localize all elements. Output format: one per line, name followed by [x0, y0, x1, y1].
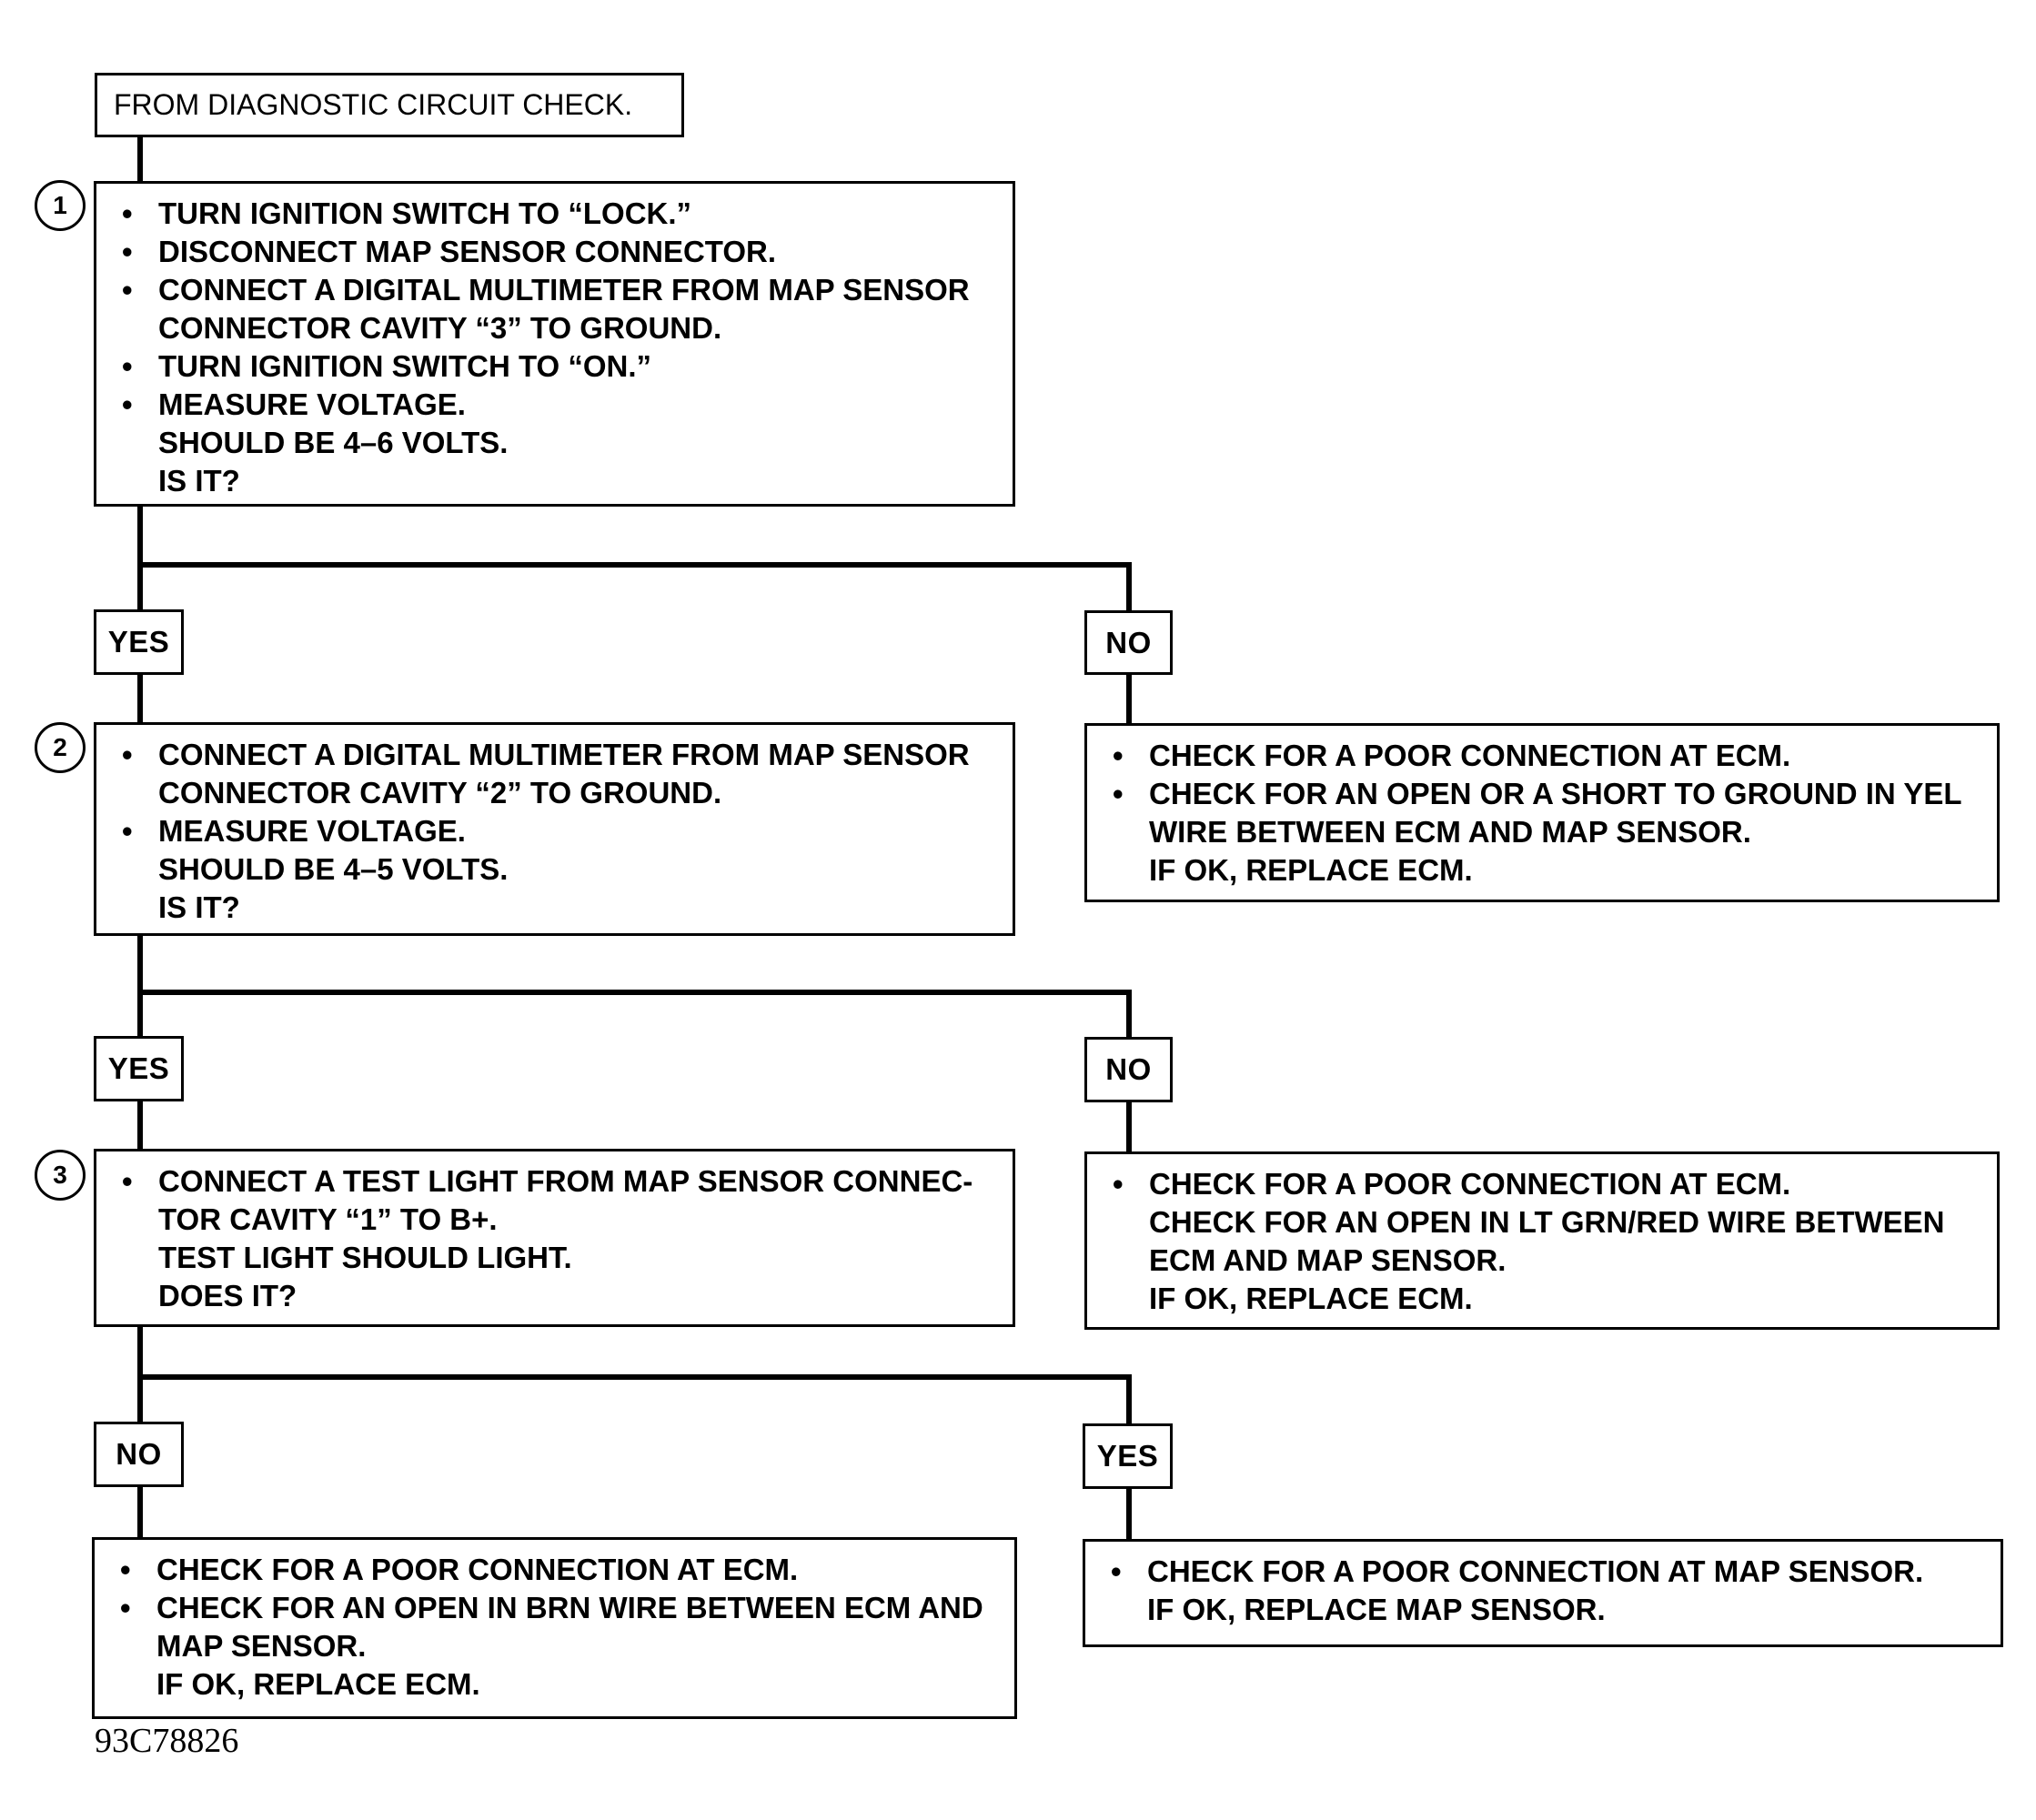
connector-step2-branch: [137, 990, 1132, 995]
continuation-line: IF OK, REPLACE ECM.: [1149, 1282, 1473, 1315]
branch-label-text: YES: [1096, 1439, 1159, 1473]
continuation-line: ECM AND MAP SENSOR.: [1149, 1243, 1507, 1277]
connector-step3-yes: [1126, 1374, 1132, 1425]
connector-step3-branch: [137, 1374, 1132, 1380]
bullet-line: MEASURE VOLTAGE.: [120, 812, 994, 850]
step-1-yes-label: YES: [94, 609, 184, 675]
continuation-line: IF OK, REPLACE ECM.: [1149, 853, 1473, 887]
branch-label-text: YES: [107, 1051, 170, 1085]
start-box: FROM DIAGNOSTIC CIRCUIT CHECK.: [95, 73, 684, 137]
bullet-line: CONNECT A DIGITAL MULTIMETER FROM MAP SE…: [120, 736, 994, 774]
connector-no3-to-result: [137, 1484, 143, 1537]
connector-yes1-to-step2: [137, 673, 143, 725]
connector-step1-branch: [137, 562, 1132, 568]
step-1-no-result-box: CHECK FOR A POOR CONNECTION AT ECM.CHECK…: [1084, 723, 2000, 902]
connector-step1-no: [1126, 562, 1132, 612]
step-3-no-result-box: CHECK FOR A POOR CONNECTION AT ECM.CHECK…: [92, 1537, 1017, 1719]
connector-step1-down: [137, 505, 143, 611]
connector-step2-down: [137, 934, 143, 1038]
step-2-no-label: NO: [1084, 1037, 1173, 1102]
continuation-line: IF OK, REPLACE ECM.: [156, 1667, 480, 1701]
step-3-no-label: NO: [94, 1422, 184, 1487]
step-number: 2: [53, 733, 67, 761]
bullet-line: CHECK FOR A POOR CONNECTION AT ECM.: [118, 1551, 996, 1589]
bullet-line: CONNECT A DIGITAL MULTIMETER FROM MAP SE…: [120, 271, 994, 309]
step-2-no-result-text: CHECK FOR A POOR CONNECTION AT ECM.CHECK…: [1111, 1165, 1979, 1318]
step-1-no-label: NO: [1084, 610, 1173, 675]
bullet-line: CHECK FOR A POOR CONNECTION AT MAP SENSO…: [1109, 1553, 1982, 1591]
figure-code: 93C78826: [95, 1722, 239, 1760]
branch-label-text: NO: [1105, 625, 1152, 659]
branch-label-text: NO: [116, 1437, 162, 1471]
bullet-line: TURN IGNITION SWITCH TO “ON.”: [120, 347, 994, 386]
bullet-line: MEASURE VOLTAGE.: [120, 386, 994, 424]
connector-no1-to-result: [1126, 673, 1132, 726]
continuation-line: IF OK, REPLACE MAP SENSOR.: [1147, 1593, 1606, 1626]
step-3-instructions: CONNECT A TEST LIGHT FROM MAP SENSOR CON…: [120, 1162, 994, 1315]
step-1-instructions: TURN IGNITION SWITCH TO “LOCK.”DISCONNEC…: [120, 195, 994, 500]
step-2-yes-label: YES: [94, 1036, 184, 1101]
continuation-line: TEST LIGHT SHOULD LIGHT.: [158, 1241, 572, 1274]
continuation-line: TOR CAVITY “1” TO B+.: [158, 1202, 498, 1236]
continuation-line: CHECK FOR AN OPEN IN LT GRN/RED WIRE BET…: [1149, 1205, 1945, 1239]
continuation-line: CONNECTOR CAVITY “3” TO GROUND.: [158, 311, 722, 345]
continuation-line: SHOULD BE 4–5 VOLTS.: [158, 852, 509, 886]
step-3-yes-result-text: CHECK FOR A POOR CONNECTION AT MAP SENSO…: [1109, 1553, 1982, 1629]
step-2-no-result-box: CHECK FOR A POOR CONNECTION AT ECM.CHECK…: [1084, 1151, 2000, 1330]
step-3-yes-label: YES: [1083, 1423, 1173, 1489]
step-3-no-result-text: CHECK FOR A POOR CONNECTION AT ECM.CHECK…: [118, 1551, 996, 1704]
bullet-line: CHECK FOR A POOR CONNECTION AT ECM.: [1111, 737, 1979, 775]
step-2-box: CONNECT A DIGITAL MULTIMETER FROM MAP SE…: [94, 722, 1015, 936]
branch-label-text: YES: [107, 625, 170, 659]
continuation-line: WIRE BETWEEN ECM AND MAP SENSOR.: [1149, 815, 1751, 849]
step-number-badge: 1: [35, 180, 86, 231]
continuation-line: SHOULD BE 4–6 VOLTS.: [158, 426, 509, 459]
step-2-instructions: CONNECT A DIGITAL MULTIMETER FROM MAP SE…: [120, 736, 994, 927]
step-3-yes-result-box: CHECK FOR A POOR CONNECTION AT MAP SENSO…: [1083, 1539, 2003, 1647]
continuation-line: IS IT?: [158, 890, 240, 924]
start-text: FROM DIAGNOSTIC CIRCUIT CHECK.: [114, 88, 633, 121]
connector-no2-to-result: [1126, 1101, 1132, 1153]
bullet-line: CHECK FOR AN OPEN IN BRN WIRE BETWEEN EC…: [118, 1589, 996, 1627]
bullet-line: CONNECT A TEST LIGHT FROM MAP SENSOR CON…: [120, 1162, 994, 1201]
bullet-line: CHECK FOR A POOR CONNECTION AT ECM.: [1111, 1165, 1979, 1203]
continuation-line: DOES IT?: [158, 1279, 297, 1312]
step-1-box: TURN IGNITION SWITCH TO “LOCK.”DISCONNEC…: [94, 181, 1015, 507]
connector-yes3-to-result: [1126, 1486, 1132, 1539]
continuation-line: CONNECTOR CAVITY “2” TO GROUND.: [158, 776, 722, 809]
step-number: 3: [53, 1161, 67, 1189]
step-3-box: CONNECT A TEST LIGHT FROM MAP SENSOR CON…: [94, 1149, 1015, 1327]
bullet-line: TURN IGNITION SWITCH TO “LOCK.”: [120, 195, 994, 233]
connector-yes2-to-step3: [137, 1100, 143, 1151]
step-number-badge: 2: [35, 722, 86, 773]
connector-step2-no: [1126, 990, 1132, 1039]
branch-label-text: NO: [1105, 1052, 1152, 1086]
step-number: 1: [53, 191, 67, 219]
connector-start-to-step1: [137, 137, 143, 185]
continuation-line: IS IT?: [158, 464, 240, 498]
continuation-line: MAP SENSOR.: [156, 1629, 367, 1663]
step-1-no-result-text: CHECK FOR A POOR CONNECTION AT ECM.CHECK…: [1111, 737, 1979, 890]
step-number-badge: 3: [35, 1150, 86, 1201]
bullet-line: CHECK FOR AN OPEN OR A SHORT TO GROUND I…: [1111, 775, 1979, 813]
bullet-line: DISCONNECT MAP SENSOR CONNECTOR.: [120, 233, 994, 271]
